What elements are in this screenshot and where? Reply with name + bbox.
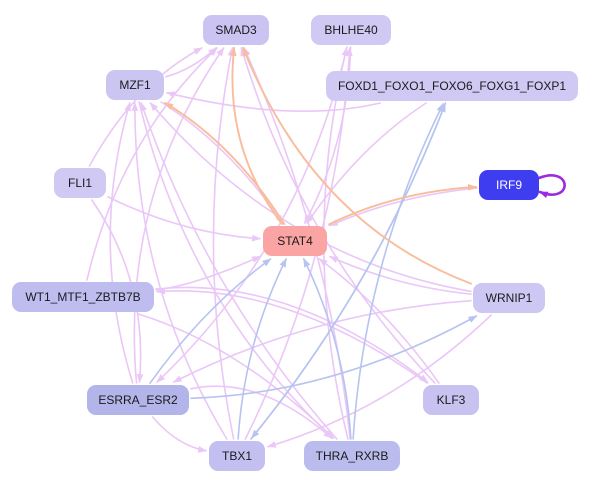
- edge-ESRRA-THRA: [190, 385, 333, 439]
- edge-WT1-STAT4: [155, 255, 262, 291]
- node-BHLHE40[interactable]: BHLHE40: [311, 15, 391, 45]
- edge-THRA-STAT4: [303, 257, 352, 440]
- edge-STAT4-IRF9: [328, 183, 478, 226]
- edge-THRA-FOXD1: [352, 102, 444, 440]
- node-THRA[interactable]: THRA_RXRB: [304, 441, 400, 471]
- edge-FLI1-STAT4: [107, 196, 262, 242]
- edge-ESRRA-SMAD3: [133, 47, 225, 384]
- edge-BHLHE40-STAT4: [303, 46, 352, 224]
- node-FOXD1[interactable]: FOXD1_FOXO1_FOXO6_FOXG1_FOXP1: [326, 71, 578, 101]
- edge-ESRRA-STAT4: [149, 258, 272, 384]
- edge-MZF1-THRA: [138, 101, 334, 439]
- edge-IRF9-IRF9: [537, 174, 566, 199]
- edge-STAT4-SMAD3: [229, 46, 283, 225]
- edge-THRA-MZF1: [140, 101, 338, 440]
- node-KLF3[interactable]: KLF3: [423, 385, 479, 415]
- edge-ESRRA-MZF1: [109, 101, 134, 384]
- edge-KLF3-STAT4: [318, 258, 440, 384]
- node-ESRRA[interactable]: ESRRA_ESR2: [87, 385, 189, 415]
- edge-WT1-THRA: [137, 313, 335, 439]
- node-WT1[interactable]: WT1_MTF1_ZBTB7B: [12, 282, 154, 312]
- node-FLI1[interactable]: FLI1: [54, 168, 106, 198]
- edge-MZF1-STAT4: [160, 101, 284, 224]
- edge-WRNIP1-SMAD3: [242, 46, 472, 285]
- edge-KLF3-WT1: [155, 287, 428, 384]
- edge-STAT4-MZF1: [164, 102, 286, 225]
- edge-WRNIP1-TBX1: [266, 314, 492, 448]
- node-WRNIP1[interactable]: WRNIP1: [473, 283, 545, 313]
- edge-TBX1-STAT4: [237, 257, 287, 440]
- edge-TBX1-SMAD3: [212, 46, 235, 440]
- node-STAT4[interactable]: STAT4: [263, 226, 327, 256]
- edge-FOXD1-MZF1: [165, 91, 381, 113]
- edge-IRF9-STAT4: [328, 187, 478, 227]
- edge-WRNIP1-STAT4: [328, 255, 472, 295]
- node-SMAD3[interactable]: SMAD3: [203, 15, 269, 45]
- edge-FLI1-SMAD3: [88, 47, 203, 167]
- node-MZF1[interactable]: MZF1: [106, 70, 164, 100]
- node-TBX1[interactable]: TBX1: [209, 441, 265, 471]
- edge-WRNIP1-ESRRA: [172, 299, 472, 383]
- edge-ESRRA-TBX1: [151, 416, 208, 453]
- edge-FOXD1-STAT4: [306, 102, 427, 224]
- edge-ESRRA-WRNIP1: [190, 315, 478, 400]
- node-IRF9[interactable]: IRF9: [479, 170, 539, 200]
- edge-TBX1-FOXD1: [250, 102, 446, 440]
